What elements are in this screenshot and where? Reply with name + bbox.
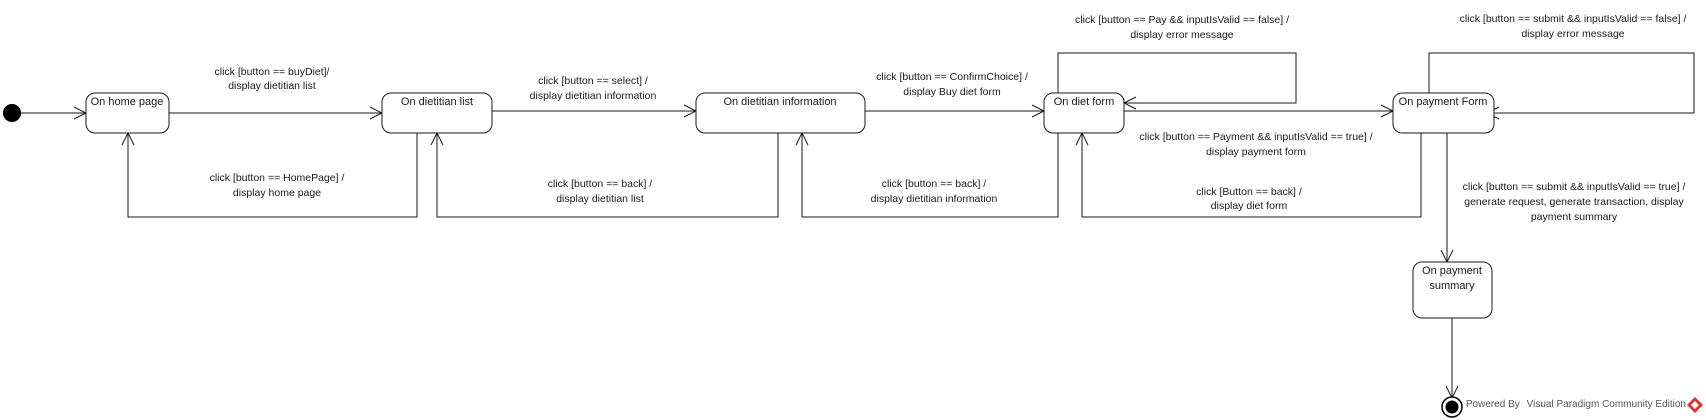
state-home: On home page <box>85 92 170 134</box>
label-pay-summary-3: payment summary <box>1531 211 1618 223</box>
label-list-info-2: display dietitian information <box>530 90 657 102</box>
label-list-home-1: click [button == HomePage] / <box>210 172 345 184</box>
initial-state <box>3 104 21 122</box>
edge-form-info <box>801 133 1059 218</box>
state-home-label: On home page <box>91 96 164 108</box>
label-home-list-1: click [button == buyDiet]/ <box>215 66 330 78</box>
label-list-home-2: display home page <box>233 187 321 199</box>
label-form-info-2: display dietitian information <box>871 193 998 205</box>
state-payment-summary: On payment summary <box>1412 261 1493 319</box>
label-info-form-1: click [button == ConfirmChoice] / <box>876 71 1028 83</box>
state-payment-form: On payment Form <box>1392 92 1495 134</box>
label-info-list-2: display dietitian list <box>556 193 644 205</box>
edge-pay-form <box>1081 133 1422 218</box>
label-pay-form-2: display diet form <box>1211 200 1288 212</box>
label-info-form-2: display Buy diet form <box>903 86 1001 98</box>
edge-info-list <box>436 133 779 218</box>
transition-labels: click [button == buyDiet]/ display dieti… <box>210 13 1687 223</box>
label-form-info-1: click [button == back] / <box>882 178 987 190</box>
edge-form-self <box>1057 52 1297 104</box>
label-pay-self-2: display error message <box>1521 28 1624 40</box>
state-payment-summary-label-1: On payment <box>1422 265 1482 277</box>
label-pay-self-1: click [button == submit && inputIsValid … <box>1460 13 1687 25</box>
state-payment-summary-label-2: summary <box>1429 280 1475 292</box>
label-home-list-2: display dietitian list <box>228 80 316 92</box>
transitions <box>21 52 1695 400</box>
watermark: Powered ByVisual Paradigm Community Edi… <box>1466 397 1703 413</box>
state-dietitian-info: On dietitian information <box>695 92 866 134</box>
edge-pay-self <box>1428 52 1695 114</box>
state-dietitian-list: On dietitian list <box>381 92 493 134</box>
final-state <box>1441 396 1463 418</box>
state-payment-form-label: On payment Form <box>1399 96 1488 108</box>
label-form-self-2: display error message <box>1130 29 1233 41</box>
label-form-pay-1: click [button == Payment && inputIsValid… <box>1139 131 1372 143</box>
label-form-self-1: click [button == Pay && inputIsValid == … <box>1075 14 1289 26</box>
state-dietitian-list-label: On dietitian list <box>401 96 473 108</box>
state-dietitian-info-label: On dietitian information <box>723 96 836 108</box>
label-list-info-1: click [button == select] / <box>538 75 648 87</box>
state-diet-form-label: On diet form <box>1054 96 1115 108</box>
label-info-list-1: click [button == back] / <box>548 178 653 190</box>
label-pay-summary-1: click [button == submit && inputIsValid … <box>1463 181 1686 193</box>
label-form-pay-2: display payment form <box>1206 146 1306 158</box>
visual-paradigm-logo-icon <box>1687 397 1703 413</box>
label-pay-summary-2: generate request, generate transaction, … <box>1464 196 1684 208</box>
state-diet-form: On diet form <box>1043 92 1125 134</box>
watermark-text: Powered ByVisual Paradigm Community Edi… <box>1466 399 1686 410</box>
label-pay-form-1: click [Button == back] / <box>1196 186 1302 198</box>
edge-list-home <box>127 133 418 218</box>
